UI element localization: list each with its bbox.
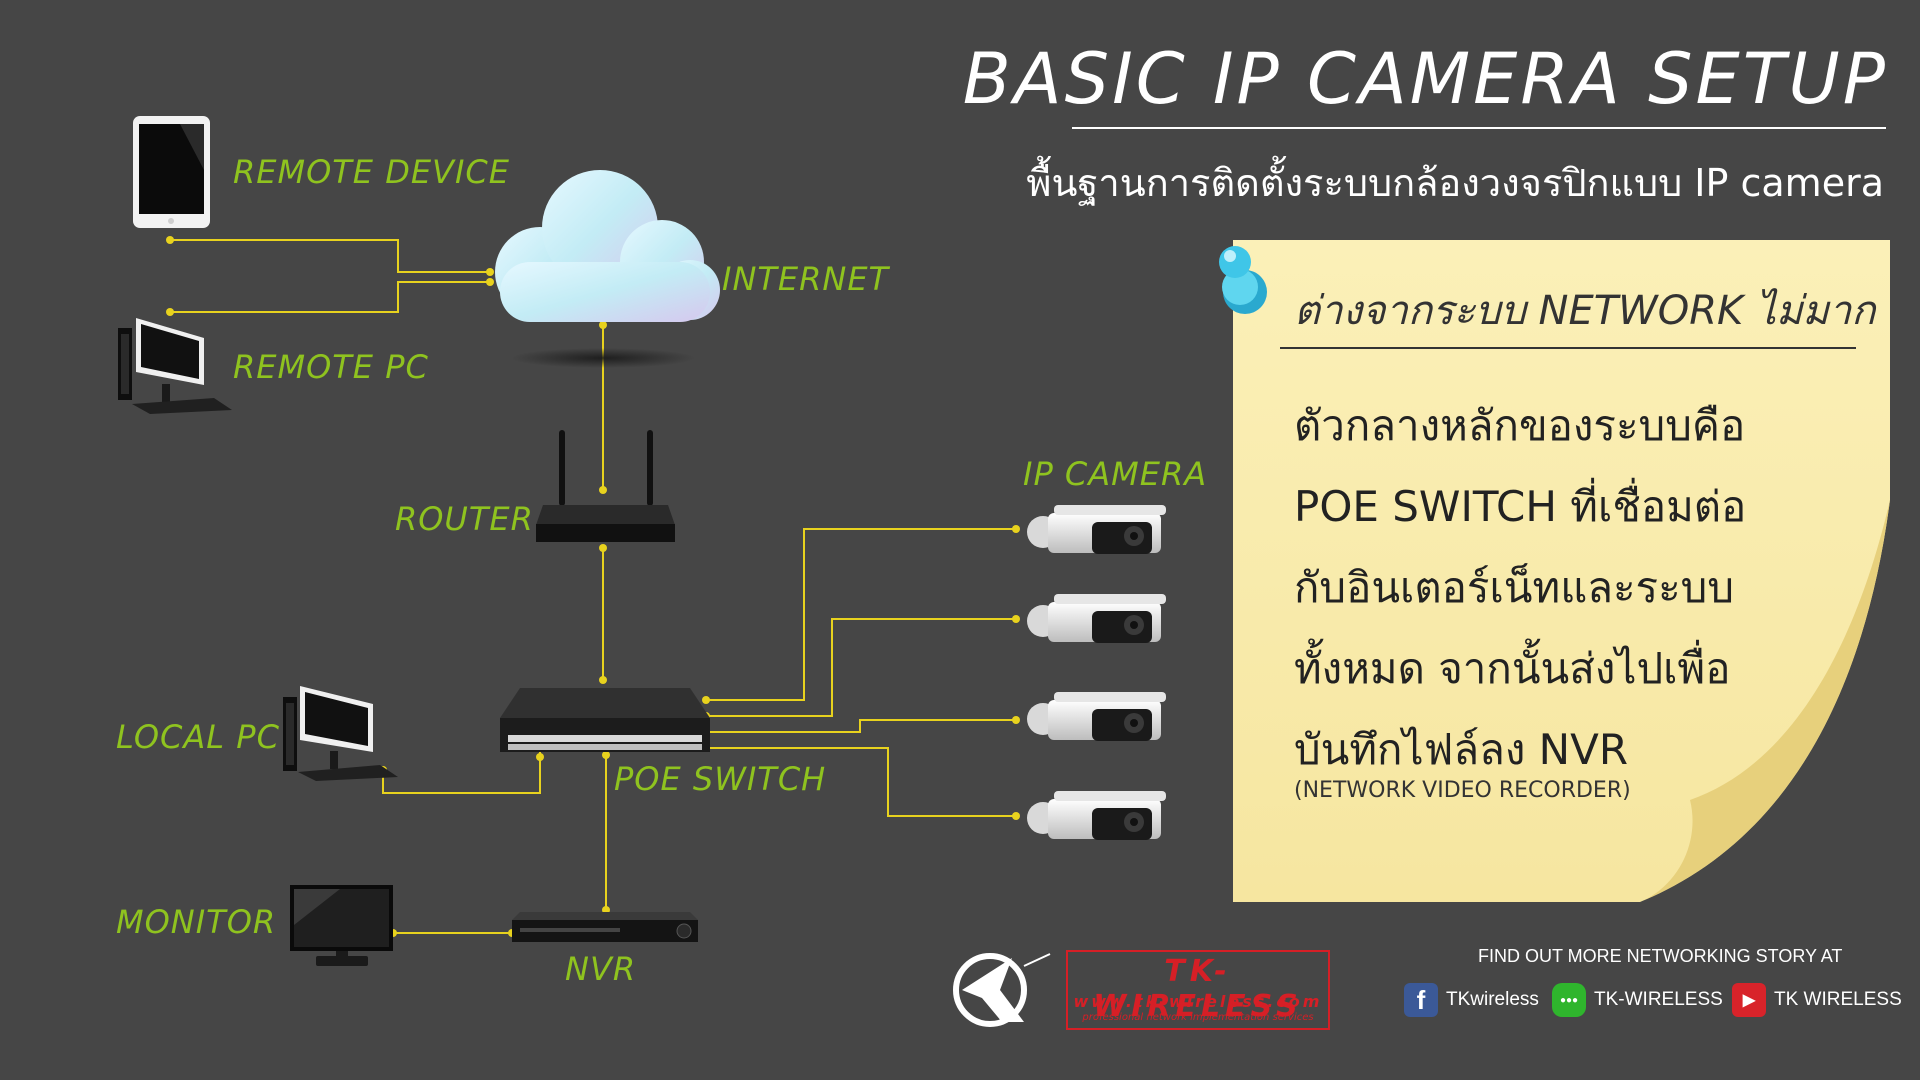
brand-logo[interactable]: TK-WIRELESS www.tk-wireless.com professi… [1066,950,1330,1030]
monitor-icon [290,885,393,966]
social-link-facebook[interactable]: f TKwireless [1404,982,1539,1018]
label-poe-switch: POE SWITCH [614,760,827,798]
note-line: POE SWITCH ที่เชื่อมต่อ [1294,482,1747,531]
social-label: TKwireless [1446,989,1539,1010]
note-line: กับอินเตอร์เน็ทและระบบ [1294,563,1734,612]
youtube-icon: ▶ [1732,983,1766,1017]
social-label: TK WIRELESS [1774,989,1902,1010]
brand-url: www.tk-wireless.com [1073,992,1323,1011]
label-nvr: NVR [565,950,637,988]
connector-lines [170,239,1016,934]
label-monitor: MONITOR [116,903,277,941]
router-icon [536,430,675,542]
note-divider [1280,347,1856,349]
ip-camera-icon-2 [1027,594,1166,643]
label-internet: INTERNET [722,260,890,298]
nvr-icon [512,912,698,942]
tablet-icon [133,116,210,228]
title-divider [1072,127,1886,129]
brand-name: TK-WIRELESS [1093,954,1303,1024]
note-line: บันทึกไฟล์ลง NVR [1294,725,1629,774]
note-heading: ต่างจากระบบ NETWORK ไม่มาก [1294,288,1876,334]
note-line: ตัวกลางหลักของระบบคือ [1294,401,1746,450]
cloud-icon [495,170,720,322]
social-link-youtube[interactable]: ▶ TK WIRELESS [1732,982,1902,1018]
tk-wireless-logo-mark [953,953,1051,1027]
label-remote-device: REMOTE DEVICE [233,153,510,191]
ip-camera-icon-1 [1027,505,1166,554]
facebook-icon: f [1404,983,1438,1017]
social-label: TK-WIRELESS [1594,989,1723,1010]
label-router: ROUTER [395,500,534,538]
sticky-note [1233,240,1890,902]
note-footnote: (NETWORK VIDEO RECORDER) [1294,778,1631,803]
poe-switch-icon [500,688,710,752]
connector-dots [166,236,1020,937]
ip-camera-icon-4 [1027,791,1166,840]
page-subtitle: พื้นฐานการติดตั้งระบบกล้องวงจรปิกแบบ IP … [1026,161,1884,205]
find-out-text: FIND OUT MORE NETWORKING STORY AT [1478,946,1843,966]
brand-tagline: professional network implementation serv… [1082,1012,1314,1023]
label-remote-pc: REMOTE PC [233,348,429,386]
cloud-shadow [511,348,695,368]
social-link-line[interactable]: ●●● TK-WIRELESS [1552,982,1723,1018]
pushpin-icon [1219,246,1267,314]
page-title: BASIC IP CAMERA SETUP [962,38,1888,120]
note-line: ทั้งหมด จากนั้นส่งไปเพื่อ [1294,644,1731,693]
line-icon: ●●● [1552,983,1586,1017]
note-body: ตัวกลางหลักของระบบคือ POE SWITCH ที่เชื่… [1294,385,1746,790]
ip-camera-icon-3 [1027,692,1166,741]
label-local-pc: LOCAL PC [116,718,280,756]
local-pc-icon [283,686,398,781]
remote-pc-icon [118,318,232,414]
label-ip-camera: IP CAMERA [1023,455,1208,493]
